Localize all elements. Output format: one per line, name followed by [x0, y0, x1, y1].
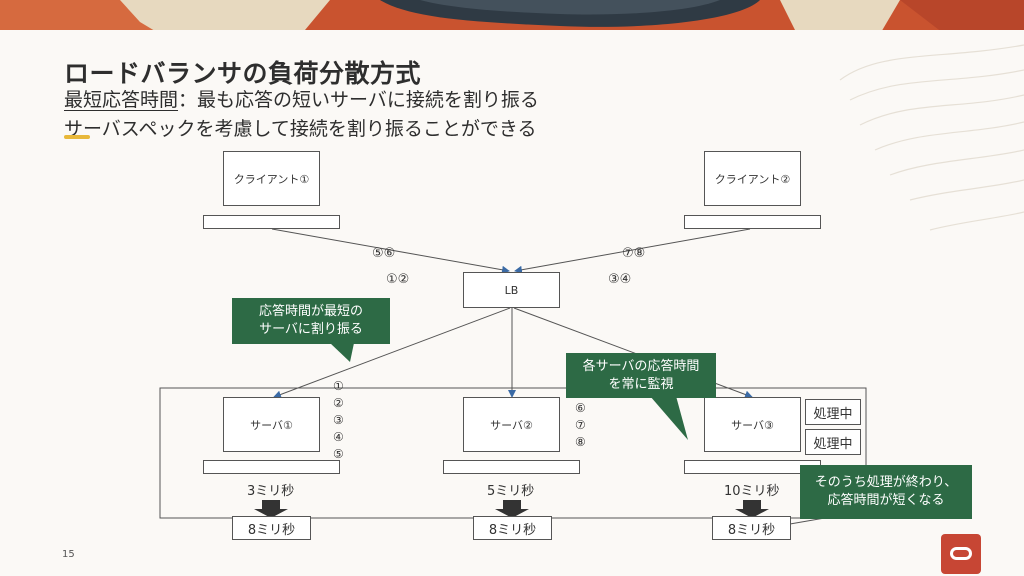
server1-after-time: 8ミリ秒: [232, 516, 311, 540]
callout-monitoring: 各サーバの応答時間 を常に監視: [566, 353, 716, 398]
processing-box-1: 処理中: [805, 399, 861, 425]
server2-base: [443, 460, 580, 474]
down-arrow-icon: [735, 500, 769, 518]
conn-label: ⑦: [575, 418, 586, 432]
lb-to-server1-line: [273, 307, 511, 399]
conn-label: ②: [333, 396, 344, 410]
conn-label: ⑥: [575, 401, 586, 415]
accent-underline: [64, 135, 90, 139]
client2-to-lb-line: [514, 228, 751, 274]
server2-box: サーバ②: [463, 397, 560, 452]
client1-box: クライアント①: [223, 151, 320, 206]
server2-after-time: 8ミリ秒: [473, 516, 552, 540]
callout3-line2: 応答時間が短くなる: [827, 493, 945, 508]
client2-box: クライアント②: [704, 151, 801, 206]
subtitle-line-2: サーバスペックを考慮して接続を割り振ることができる: [64, 118, 537, 140]
server2-response-time: 5ミリ秒: [487, 484, 535, 499]
callout1-line2: サーバに割り振る: [259, 322, 363, 337]
callout2-tail: [650, 396, 688, 440]
server1-connections: ① ② ③ ④ ⑤: [333, 378, 344, 463]
callout1-line1: 応答時間が最短の: [258, 304, 363, 319]
conn-label: ⑤: [333, 447, 344, 461]
server1-box: サーバ①: [223, 397, 320, 452]
decorative-pattern: [839, 44, 1024, 231]
seq-client2-top: ⑦⑧: [622, 246, 646, 261]
server1-response-time: 3ミリ秒: [247, 484, 295, 499]
callout3-line1: そのうち処理が終わり、: [814, 475, 958, 490]
server3-box: サーバ③: [704, 397, 801, 452]
server1-base: [203, 460, 340, 474]
down-arrow-icon: [254, 500, 288, 518]
subtitle-keyword: 最短応答時間: [64, 89, 179, 111]
processing-box-2: 処理中: [805, 429, 861, 455]
client1-to-lb-line: [271, 228, 510, 274]
title-strip: [0, 30, 1024, 46]
page-number: 15: [62, 549, 75, 560]
conn-label: ⑧: [575, 435, 586, 449]
callout-processing-done: そのうち処理が終わり、 応答時間が短くなる: [800, 465, 972, 519]
conn-label: ④: [333, 430, 344, 444]
down-arrow-icon: [495, 500, 529, 518]
conn-label: ①: [333, 379, 344, 393]
seq-client2-bottom: ③④: [608, 272, 632, 287]
subtitle-line-1: 最短応答時間：最も応答の短いサーバに接続を割り振る: [64, 85, 539, 112]
subtitle-rest: ：最も応答の短いサーバに接続を割り振る: [178, 89, 539, 111]
callout2-line1: 各サーバの応答時間: [582, 358, 700, 374]
callout2-line2: を常に監視: [608, 376, 674, 392]
server3-response-time: 10ミリ秒: [724, 484, 780, 499]
load-balancer-box: LB: [463, 272, 560, 308]
client2-keyboard: [684, 215, 821, 229]
oracle-logo-icon: [941, 534, 981, 574]
callout-shortest-response: 応答時間が最短の サーバに割り振る: [232, 298, 390, 344]
seq-client1-top: ⑤⑥: [372, 246, 396, 261]
server2-connections: ⑥ ⑦ ⑧: [575, 400, 586, 451]
client1-keyboard: [203, 215, 340, 229]
server3-after-time: 8ミリ秒: [712, 516, 791, 540]
callout1-tail: [330, 343, 354, 362]
conn-label: ③: [333, 413, 344, 427]
slide-title: ロードバランサの負荷分散方式: [64, 59, 422, 88]
seq-client1-bottom: ①②: [386, 272, 410, 287]
